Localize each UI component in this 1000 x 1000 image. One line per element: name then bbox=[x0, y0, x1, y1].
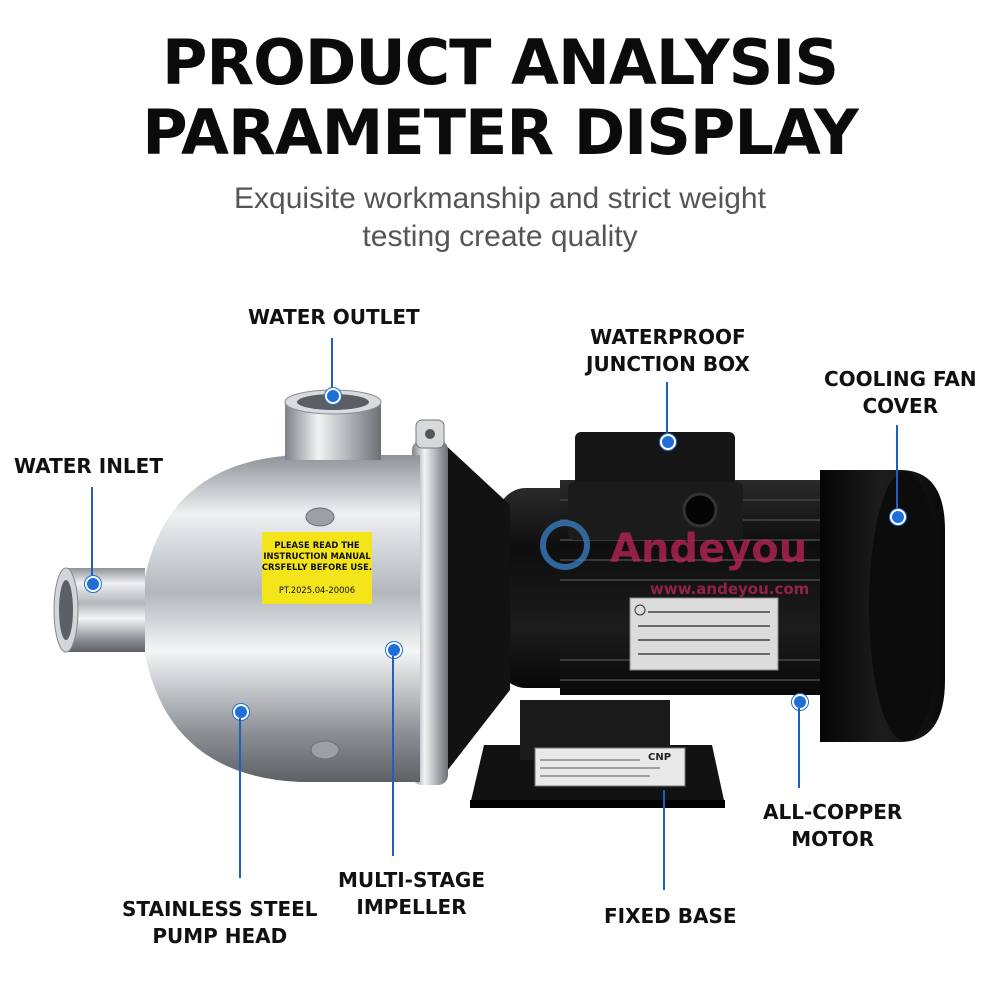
water-inlet-label: WATER INLET bbox=[14, 454, 163, 478]
junction-box-marker bbox=[660, 434, 676, 450]
subtitle-line-2: testing create quality bbox=[362, 220, 638, 253]
motor-line bbox=[798, 708, 800, 788]
fixed-base-line bbox=[663, 790, 665, 890]
pump-head-label: STAINLESS STEEL PUMP HEAD bbox=[122, 896, 318, 950]
pump-head-label-line-2: PUMP HEAD bbox=[152, 924, 288, 948]
subtitle-line-1: Exquisite workmanship and strict weight bbox=[234, 182, 766, 215]
motor-label-line-1: ALL-COPPER bbox=[763, 800, 903, 824]
fan-cover-marker bbox=[890, 509, 906, 525]
fan-cover-line bbox=[896, 425, 898, 515]
cnp-brand-text: CNP bbox=[648, 752, 671, 763]
water-outlet-line bbox=[331, 338, 333, 393]
pump-head-line bbox=[239, 718, 241, 878]
sticker-line-4: PT.2025.04-20006 bbox=[279, 585, 355, 595]
fixed-base-label: FIXED BASE bbox=[604, 904, 737, 928]
junction-box-label-line-1: WATERPROOF bbox=[590, 325, 746, 349]
motor-marker bbox=[792, 694, 808, 710]
impeller-label-line-1: MULTI-STAGE bbox=[338, 868, 486, 892]
watermark-name: Andeyou bbox=[610, 526, 807, 572]
fan-cover-shape bbox=[820, 470, 945, 742]
fan-cover-label-line-1: COOLING FAN bbox=[824, 367, 977, 391]
impeller-line bbox=[392, 656, 394, 856]
impeller-label-line-2: IMPELLER bbox=[356, 895, 467, 919]
fan-cover-label-line-2: COVER bbox=[862, 394, 939, 418]
impeller-marker bbox=[386, 642, 402, 658]
pump-head-marker bbox=[233, 704, 249, 720]
fan-cover-label: COOLING FAN COVER bbox=[824, 366, 977, 420]
water-inlet-line bbox=[91, 487, 93, 577]
motor-label: ALL-COPPER MOTOR bbox=[763, 799, 902, 853]
water-outlet-marker bbox=[325, 388, 341, 404]
water-outlet-label: WATER OUTLET bbox=[248, 305, 420, 329]
watermark: Andeyou www.andeyou.com bbox=[540, 520, 809, 598]
watermark-url: www.andeyou.com bbox=[650, 580, 809, 598]
pump-head-label-line-1: STAINLESS STEEL bbox=[122, 897, 318, 921]
pump-flange bbox=[412, 419, 510, 785]
impeller-label: MULTI-STAGE IMPELLER bbox=[338, 867, 485, 921]
sticker-line-1: PLEASE READ THE bbox=[274, 540, 360, 550]
water-inlet-pipe bbox=[53, 567, 145, 653]
junction-box-shape bbox=[568, 432, 743, 540]
title-line-1: PRODUCT ANALYSIS bbox=[161, 26, 839, 99]
warning-sticker: PLEASE READ THE INSTRUCTION MANUAL CRSFE… bbox=[262, 532, 372, 604]
motor-label-line-2: MOTOR bbox=[791, 827, 875, 851]
junction-box-label-line-2: JUNCTION BOX bbox=[586, 352, 750, 376]
sticker-line-2: INSTRUCTION MANUAL bbox=[263, 551, 371, 561]
water-inlet-marker bbox=[85, 576, 101, 592]
junction-box-line bbox=[666, 382, 668, 437]
junction-box-label: WATERPROOF JUNCTION BOX bbox=[586, 324, 750, 378]
sticker-line-3: CRSFELLY BEFORE USE. bbox=[262, 562, 372, 572]
title-line-2: PARAMETER DISPLAY bbox=[142, 96, 859, 169]
subtitle: Exquisite workmanship and strict weight … bbox=[0, 180, 1000, 256]
pump-head-shape bbox=[140, 455, 420, 782]
base-nameplate: CNP bbox=[534, 747, 686, 787]
